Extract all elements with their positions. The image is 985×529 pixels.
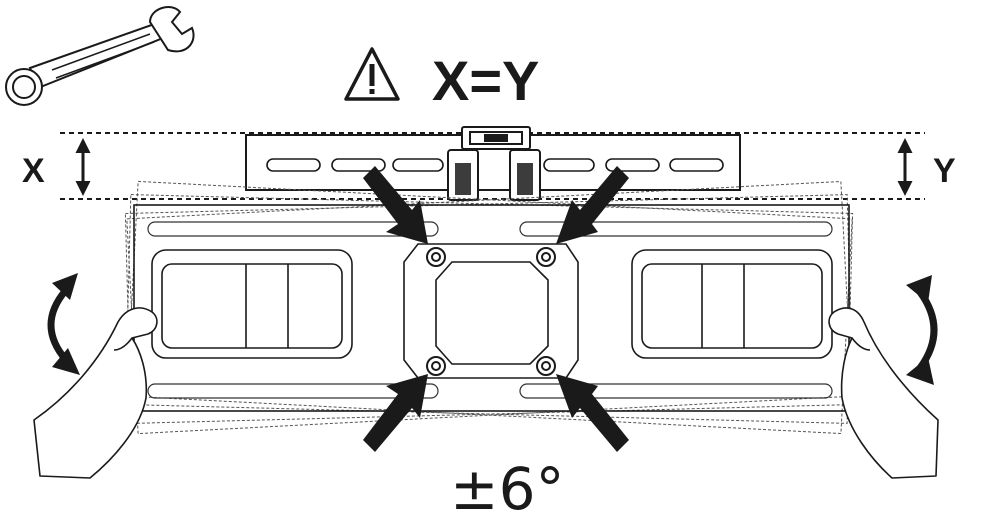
pointer-arrow-icon bbox=[363, 166, 629, 452]
label-y: Y bbox=[933, 152, 956, 190]
rotate-arrow-heads bbox=[52, 273, 934, 385]
label-x: X bbox=[22, 152, 45, 190]
tilt-angle-label: ±6° bbox=[450, 455, 565, 523]
level-icon bbox=[461, 126, 531, 150]
hand-icon bbox=[33, 307, 939, 479]
warning-icon bbox=[344, 47, 400, 101]
wrench-icon bbox=[5, 6, 195, 106]
heading-x-equals-y: X=Y bbox=[432, 49, 539, 112]
tv-bracket bbox=[133, 204, 850, 412]
